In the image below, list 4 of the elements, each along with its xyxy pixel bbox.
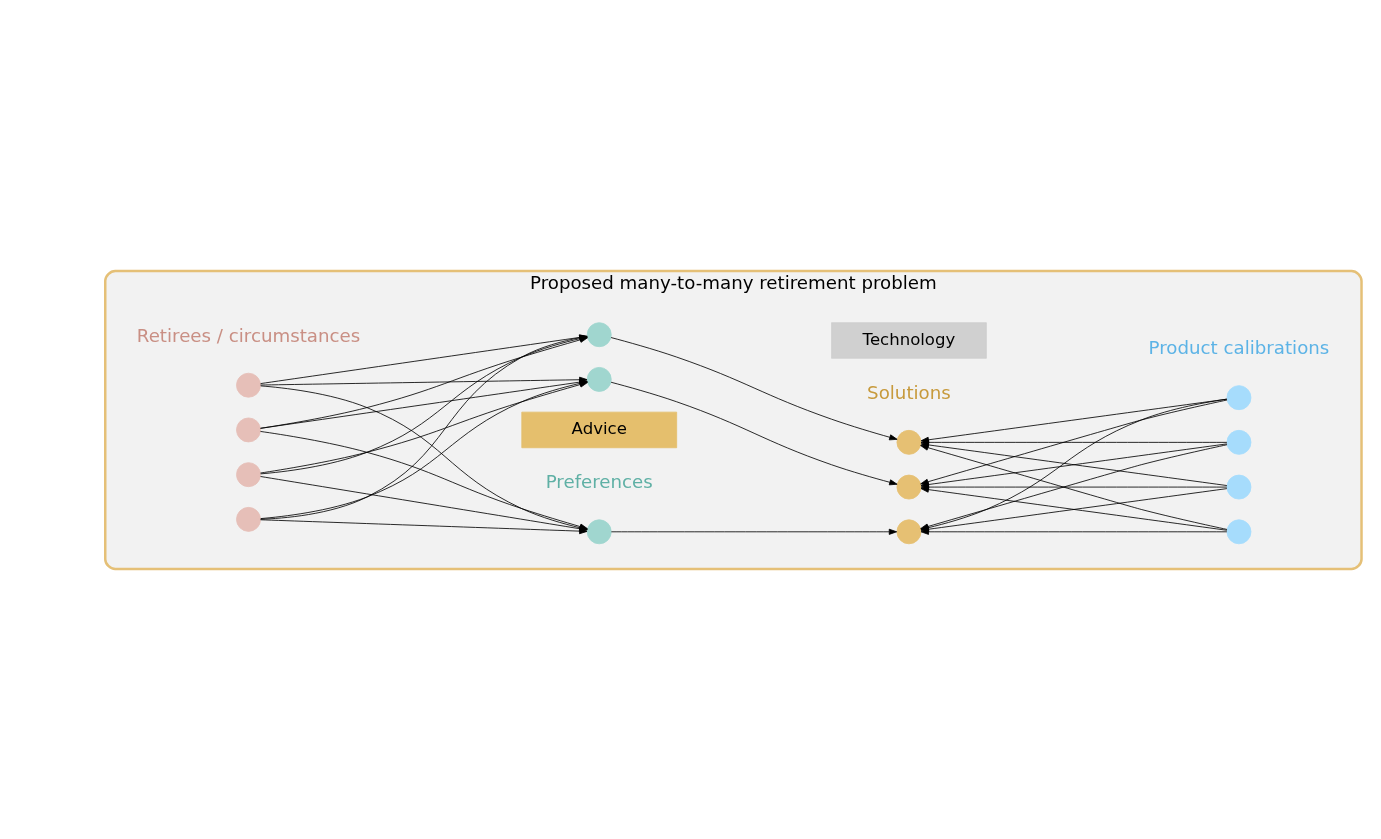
label: Solutions [867, 381, 951, 403]
label: Retirees / circumstances [136, 324, 361, 346]
label: Preferences [545, 470, 653, 492]
label: Product calibrations [1148, 336, 1330, 358]
